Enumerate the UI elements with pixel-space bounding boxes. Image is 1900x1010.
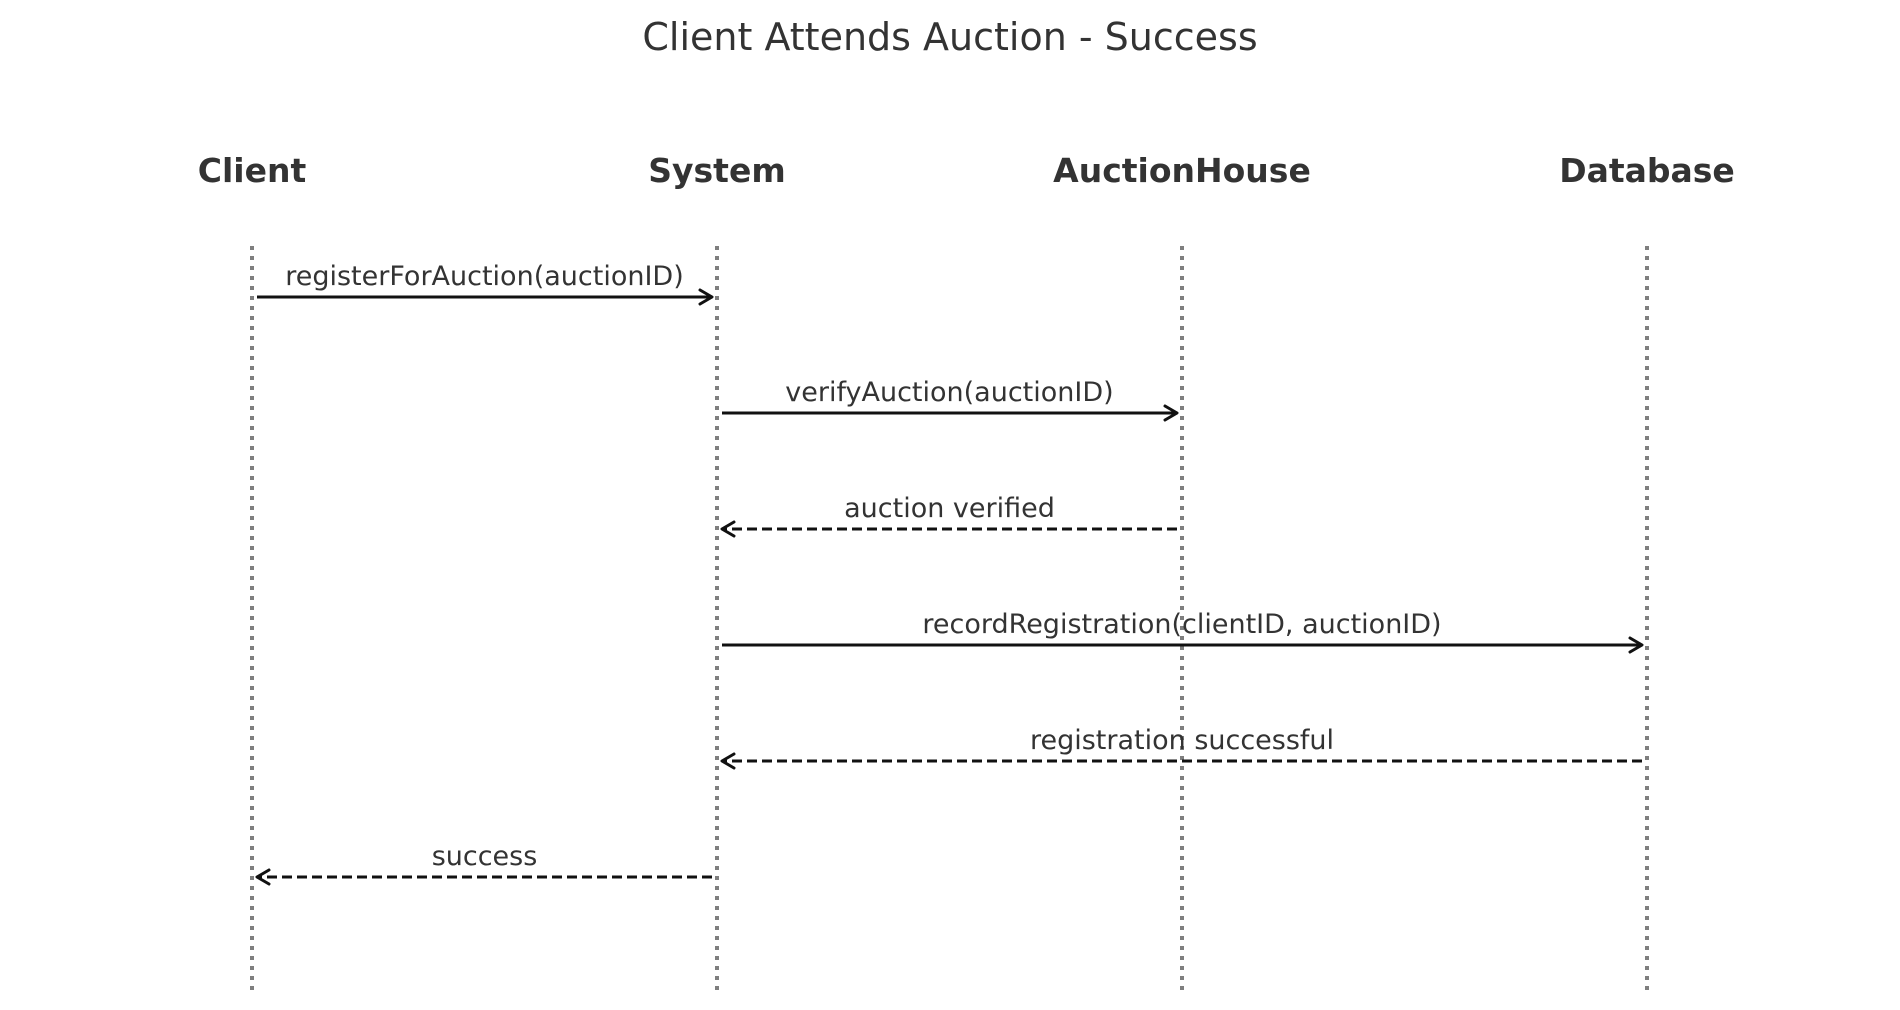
arrowhead-icon xyxy=(1628,636,1644,654)
message-label: success xyxy=(432,841,538,872)
message-3: auction verified xyxy=(720,493,1177,538)
participant-system: System xyxy=(648,151,785,190)
arrowhead-icon xyxy=(1163,404,1179,422)
message-label: registration successful xyxy=(1030,725,1334,756)
message-label: verifyAuction(auctionID) xyxy=(785,377,1113,408)
message-1: registerForAuction(auctionID) xyxy=(257,261,714,306)
message-6: success xyxy=(255,841,712,886)
arrowhead-icon xyxy=(698,288,714,306)
participant-client: Client xyxy=(198,151,307,190)
message-label: registerForAuction(auctionID) xyxy=(285,261,684,292)
message-2: verifyAuction(auctionID) xyxy=(722,377,1179,422)
message-4: recordRegistration(clientID, auctionID) xyxy=(722,609,1644,654)
lifelines xyxy=(250,246,1649,992)
arrowhead-icon xyxy=(720,752,736,770)
messages: registerForAuction(auctionID) verifyAucti… xyxy=(255,261,1644,886)
message-label: recordRegistration(clientID, auctionID) xyxy=(922,609,1441,640)
participant-auctionhouse: AuctionHouse xyxy=(1053,151,1311,190)
arrowhead-icon xyxy=(255,868,271,886)
message-5: registration successful xyxy=(720,725,1642,770)
message-label: auction verified xyxy=(844,493,1055,524)
arrowhead-icon xyxy=(720,520,736,538)
participant-database: Database xyxy=(1559,151,1735,190)
participants: Client System AuctionHouse Database xyxy=(198,151,1735,190)
diagram-title: Client Attends Auction - Success xyxy=(642,15,1257,59)
